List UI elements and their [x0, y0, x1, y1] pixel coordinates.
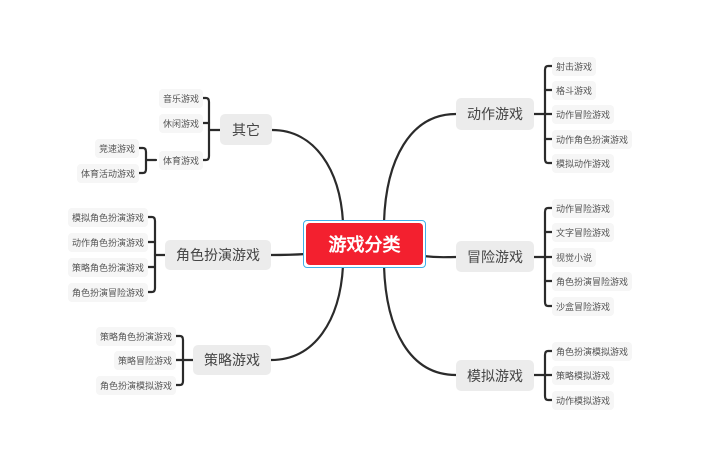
leaf-node[interactable]: 模拟角色扮演游戏 — [67, 208, 148, 227]
branch-simulation-games[interactable]: 模拟游戏 — [456, 360, 534, 391]
connector-root-rpg — [269, 252, 308, 257]
connector-root-other — [270, 128, 345, 224]
leaf-node[interactable]: 格斗游戏 — [552, 81, 597, 100]
root-label: 游戏分类 — [306, 223, 423, 265]
leaf-node[interactable]: 竞速游戏 — [94, 139, 139, 158]
leaf-node[interactable]: 动作冒险游戏 — [552, 105, 615, 124]
leaf-node[interactable]: 体育活动游戏 — [76, 164, 139, 183]
leaf-node[interactable]: 沙盒冒险游戏 — [552, 297, 615, 316]
leaf-node[interactable]: 动作冒险游戏 — [552, 199, 615, 218]
branch-strategy-games[interactable]: 策略游戏 — [193, 345, 271, 375]
leaf-node[interactable]: 角色扮演冒险游戏 — [67, 283, 148, 302]
leaf-node[interactable]: 角色扮演冒险游戏 — [552, 272, 633, 291]
leaf-node[interactable]: 文字冒险游戏 — [552, 223, 615, 242]
connector-root-strategy — [269, 264, 345, 362]
leaf-node[interactable]: 模拟动作游戏 — [552, 154, 615, 173]
leaf-node[interactable]: 动作角色扮演游戏 — [552, 130, 633, 149]
leaf-node[interactable]: 射击游戏 — [552, 57, 597, 76]
leaf-node[interactable]: 策略角色扮演游戏 — [67, 258, 148, 277]
leaf-node[interactable]: 动作角色扮演游戏 — [67, 233, 148, 252]
leaf-node[interactable]: 休闲游戏 — [158, 114, 203, 133]
leaf-node[interactable]: 策略模拟游戏 — [552, 366, 615, 385]
branch-other[interactable]: 其它 — [220, 114, 272, 145]
leaf-node[interactable]: 策略角色扮演游戏 — [95, 327, 176, 346]
leaf-node[interactable]: 角色扮演模拟游戏 — [552, 342, 633, 361]
connector-root-adventure — [421, 254, 458, 259]
branch-rpg-games[interactable]: 角色扮演游戏 — [165, 240, 271, 270]
connector-root-action — [382, 112, 458, 224]
leaf-node[interactable]: 音乐游戏 — [158, 89, 203, 108]
leaf-node[interactable]: 视觉小说 — [552, 248, 597, 267]
leaf-node-sports[interactable]: 体育游戏 — [158, 151, 203, 170]
root-node[interactable]: 游戏分类 — [303, 220, 426, 268]
connector-root-simulation — [382, 264, 458, 377]
leaf-node[interactable]: 策略冒险游戏 — [113, 351, 176, 370]
branch-adventure-games[interactable]: 冒险游戏 — [456, 241, 534, 272]
leaf-node[interactable]: 动作模拟游戏 — [552, 391, 615, 410]
branch-action-games[interactable]: 动作游戏 — [456, 98, 534, 130]
leaf-node[interactable]: 角色扮演模拟游戏 — [95, 376, 176, 395]
